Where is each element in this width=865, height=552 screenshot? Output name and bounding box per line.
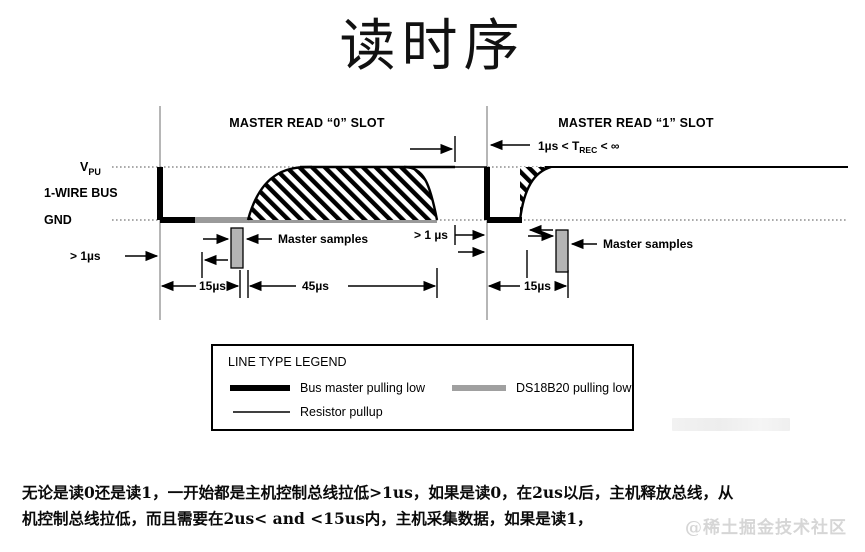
- read1-rise-curve: [518, 165, 552, 221]
- page-title: 读时序: [339, 14, 526, 79]
- axis-labels: VPU 1-WIRE BUS GND: [44, 160, 118, 227]
- caption-line-2: 机控制总线拉低，而且需要在2us< and <15us内，主机采集数据，如果是读…: [22, 509, 593, 528]
- slot-title-read1: MASTER READ “1” SLOT: [558, 116, 714, 130]
- timing-diagram-svg: MASTER READ “0” SLOT MASTER READ “1” SLO…: [44, 106, 848, 431]
- recovery-annotations: 1µs < TREC < ∞: [410, 139, 619, 155]
- legend-label-ds18b20: DS18B20 pulling low: [516, 381, 632, 395]
- vertical-ticks: [201, 136, 569, 298]
- start-min-annotation: > 1µs: [70, 249, 159, 263]
- reference-lines: [112, 166, 848, 221]
- dim-45us-label: 45µs: [302, 279, 329, 293]
- trec-prefix: 1µs < T: [538, 139, 580, 153]
- waveform-read1: [484, 165, 848, 223]
- timing-diagram: MASTER READ “0” SLOT MASTER READ “1” SLO…: [0, 100, 865, 460]
- trec-sub: REC: [579, 145, 597, 155]
- recovery-min-annotation: > 1 µs: [414, 228, 486, 242]
- bus-label: 1-WIRE BUS: [44, 186, 118, 200]
- dim-15us-left-label: 15µs: [199, 279, 226, 293]
- dim-15us-right-label: 15µs: [524, 279, 551, 293]
- master-samples-label-read0: Master samples: [278, 232, 368, 246]
- gnd-label: GND: [44, 213, 72, 227]
- recovery-min-label: > 1 µs: [414, 228, 448, 242]
- master-samples-read1: Master samples: [528, 224, 693, 251]
- vpu-label-main: V: [80, 160, 89, 174]
- slot-title-read0: MASTER READ “0” SLOT: [229, 116, 385, 130]
- line-type-legend: LINE TYPE LEGEND Bus master pulling low …: [211, 344, 634, 431]
- trec-suffix: < ∞: [597, 139, 619, 153]
- caption-line-1: 无论是读0还是读1，一开始都是主机控制总线拉低>1us，如果是读0，在2us以后…: [22, 483, 734, 502]
- legend-label-resistor-pullup: Resistor pullup: [300, 405, 383, 419]
- vpu-label-sub: PU: [88, 167, 101, 177]
- master-samples-read0: Master samples: [203, 232, 368, 266]
- start-min-label: > 1µs: [70, 249, 101, 263]
- sample-window-read0: [230, 227, 244, 269]
- watermark-faint: [672, 418, 790, 431]
- read0-hatch-body: [248, 167, 437, 220]
- master-samples-label-read1: Master samples: [603, 237, 693, 251]
- vpu-label: VPU: [80, 160, 101, 177]
- trec-label: 1µs < TREC < ∞: [538, 139, 619, 155]
- dimension-lines: 15µs 45µs 15µs: [160, 279, 568, 293]
- legend-title: LINE TYPE LEGEND: [228, 355, 347, 369]
- legend-label-bus-master: Bus master pulling low: [300, 381, 426, 395]
- watermark-text: @稀土掘金技术社区: [685, 518, 847, 538]
- waveform-read0: [157, 165, 487, 223]
- sample-window-read1: [555, 229, 569, 273]
- caption-block: 无论是读0还是读1，一开始都是主机控制总线拉低>1us，如果是读0，在2us以后…: [22, 480, 842, 532]
